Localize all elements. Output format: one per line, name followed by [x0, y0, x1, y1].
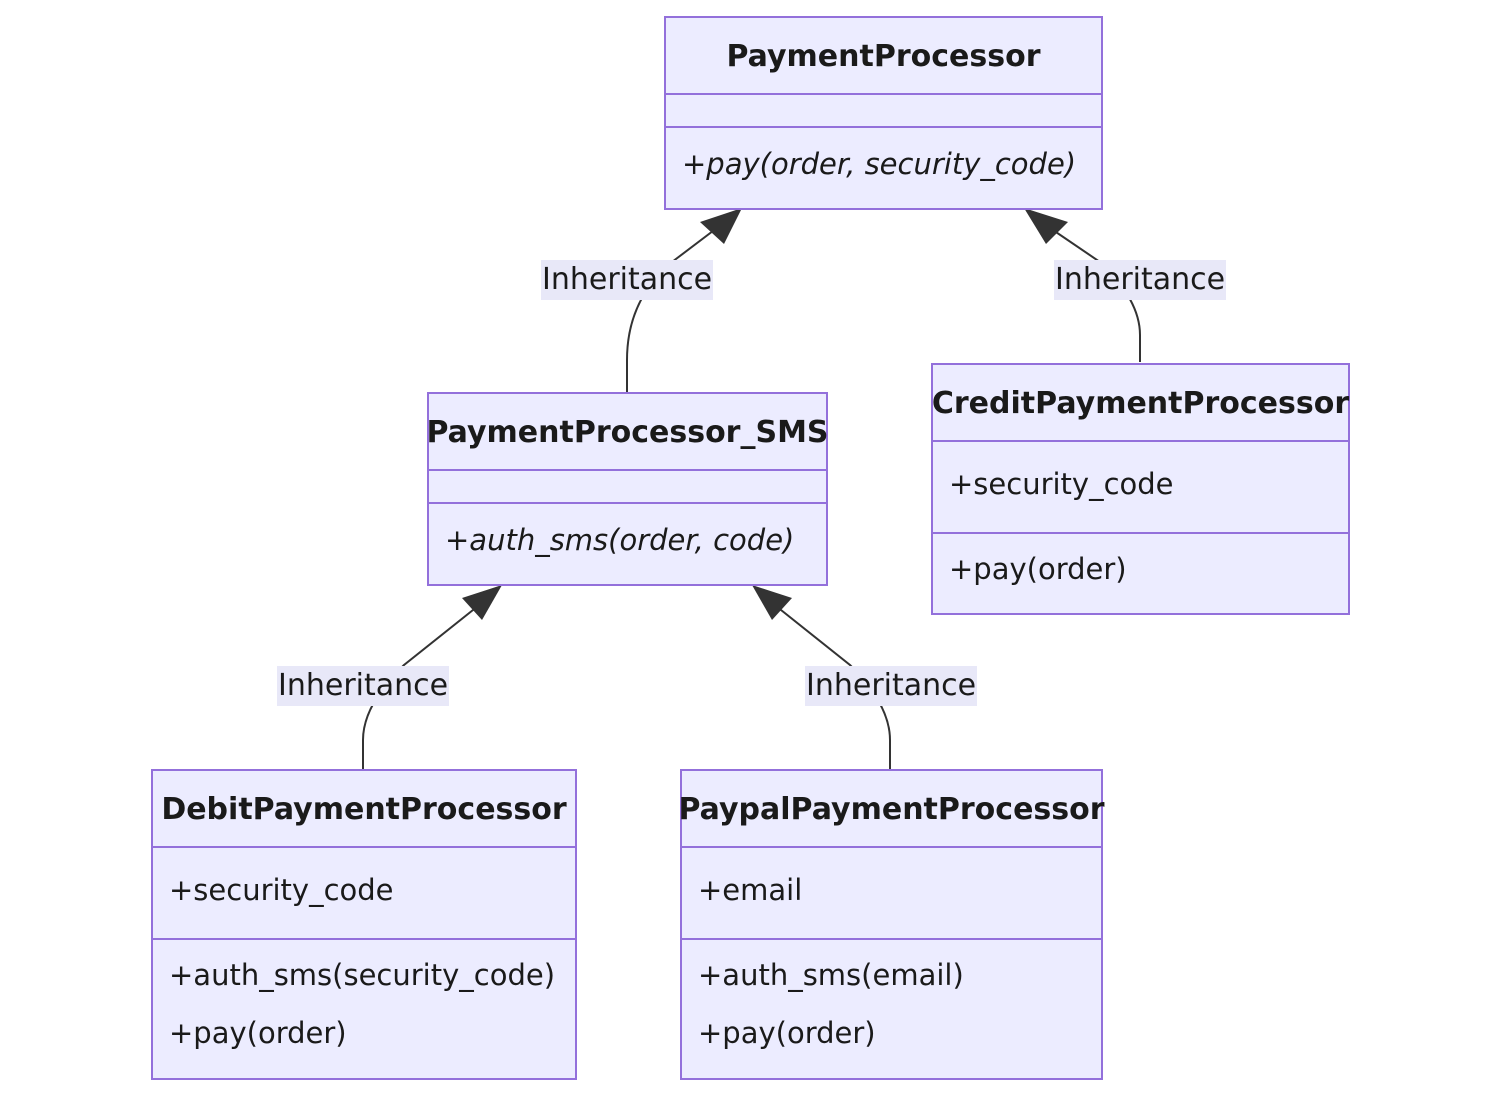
- arrowhead-sms-left: [462, 585, 502, 620]
- attribute: +security_code: [949, 467, 1174, 501]
- attribute: +email: [698, 873, 803, 907]
- class-debit-payment-processor: DebitPaymentProcessor +security_code +au…: [151, 769, 577, 1080]
- class-paypal-payment-processor: PaypalPaymentProcessor +email +auth_sms(…: [678, 769, 1105, 1080]
- arrowhead-processor-left: [700, 208, 742, 244]
- method: +pay(order): [949, 552, 1127, 586]
- class-payment-processor: PaymentProcessor +pay(order, security_co…: [664, 16, 1103, 210]
- attribute: +security_code: [169, 873, 394, 907]
- attributes-divider: [682, 846, 1101, 848]
- method: +pay(order, security_code): [682, 147, 1077, 181]
- attributes-divider: [153, 846, 575, 848]
- edge-label-paypal-inheritance: Inheritance: [805, 666, 978, 706]
- class-name: PaymentProcessor_SMS: [426, 414, 829, 450]
- edge-label-sms-inheritance: Inheritance: [541, 260, 714, 300]
- method: +auth_sms(order, code): [445, 523, 795, 557]
- method: +pay(order): [698, 1016, 876, 1050]
- edge-label-credit-inheritance: Inheritance: [1054, 260, 1227, 300]
- attributes-divider: [429, 469, 826, 471]
- arrowhead-sms-right: [752, 585, 792, 620]
- attributes-divider: [666, 93, 1101, 95]
- method: +auth_sms(security_code): [169, 958, 556, 992]
- method: +auth_sms(email): [698, 958, 964, 992]
- attributes-divider: [933, 440, 1348, 442]
- class-credit-payment-processor: CreditPaymentProcessor +security_code +p…: [931, 363, 1350, 615]
- class-payment-processor-sms: PaymentProcessor_SMS +auth_sms(order, co…: [426, 392, 829, 586]
- method: +pay(order): [169, 1016, 347, 1050]
- class-name: PaymentProcessor: [726, 38, 1041, 74]
- class-name: CreditPaymentProcessor: [931, 385, 1350, 421]
- methods-divider: [153, 938, 575, 940]
- arrowhead-processor-right: [1024, 208, 1068, 244]
- edge-label-debit-inheritance: Inheritance: [277, 666, 450, 706]
- methods-divider: [682, 938, 1101, 940]
- methods-divider: [933, 532, 1348, 534]
- class-name: PaypalPaymentProcessor: [678, 791, 1105, 827]
- methods-divider: [666, 126, 1101, 128]
- class-name: DebitPaymentProcessor: [161, 791, 567, 827]
- methods-divider: [429, 502, 826, 504]
